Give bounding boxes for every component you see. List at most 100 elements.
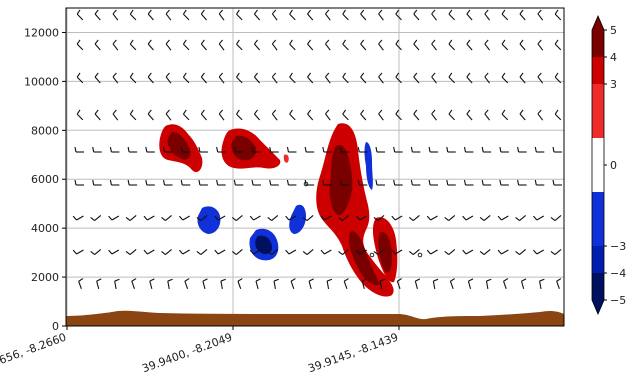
- wind-barb: [396, 278, 402, 289]
- wind-barb: [271, 39, 278, 51]
- y-tick-label: 6000: [31, 173, 59, 186]
- wind-barb: [143, 215, 155, 221]
- wind-barb: [253, 72, 261, 84]
- wind-barb: [74, 179, 84, 186]
- wind-barb: [338, 249, 349, 256]
- wind-barb: [161, 215, 172, 222]
- positive-core-left: [167, 132, 191, 160]
- wind-barb: [271, 109, 278, 121]
- wind-barb: [129, 72, 137, 84]
- wind-barb: [322, 179, 332, 186]
- wind-barb: [129, 39, 137, 51]
- wind-barb: [131, 278, 137, 289]
- wind-barb: [220, 278, 226, 290]
- wind-barb: [448, 9, 455, 21]
- wind-barb: [286, 179, 297, 186]
- wind-barb: [410, 146, 421, 153]
- wind-barb: [428, 179, 439, 186]
- y-tick-label: 12000: [24, 26, 59, 39]
- wind-barb: [552, 146, 562, 153]
- wind-barb: [289, 9, 296, 21]
- wind-barb: [342, 39, 349, 51]
- wind-barb: [76, 109, 84, 121]
- terrain: [66, 310, 564, 326]
- wind-barb: [357, 146, 368, 153]
- y-tick-label: 8000: [31, 124, 59, 137]
- wind-barb: [360, 109, 367, 121]
- wind-barb: [94, 109, 101, 121]
- wind-barb: [236, 39, 243, 51]
- wind-barb: [515, 249, 527, 256]
- wind-barb: [393, 146, 403, 153]
- wind-barb: [249, 249, 261, 255]
- wind-barb: [269, 179, 279, 186]
- wind-barb: [537, 72, 544, 84]
- wind-barb: [307, 39, 314, 51]
- wind-barb: [267, 215, 279, 222]
- wind-barb: [94, 72, 101, 84]
- wind-barb: [395, 39, 402, 51]
- wind-barb: [218, 72, 225, 84]
- positive-core-lower: [348, 231, 380, 286]
- wind-barb: [515, 215, 527, 222]
- wind-barb: [127, 146, 138, 153]
- wind-barb: [92, 146, 102, 153]
- wind-barb: [145, 179, 155, 186]
- wind-barb: [76, 9, 84, 21]
- wind-barb: [307, 72, 314, 84]
- wind-barb: [361, 278, 368, 290]
- wind-barb: [198, 179, 208, 186]
- terrain-fill: [66, 310, 564, 326]
- wind-barb: [497, 249, 509, 255]
- wind-barb: [253, 9, 261, 21]
- negative-region-left: [197, 206, 221, 234]
- wind-barb: [145, 146, 155, 153]
- plot-background: [66, 8, 564, 326]
- wind-barb: [285, 215, 297, 221]
- wind-barb: [393, 179, 403, 186]
- wind-barb: [251, 179, 262, 186]
- negative-region-strip: [364, 142, 373, 190]
- wind-barb: [218, 9, 225, 21]
- wind-barb: [428, 146, 439, 153]
- wind-barb: [360, 39, 367, 51]
- wind-barb: [129, 109, 137, 121]
- wind-barb: [147, 9, 154, 21]
- wind-barb: [503, 278, 509, 289]
- wind-barb: [125, 249, 137, 256]
- wind-barb: [253, 39, 261, 51]
- wind-barb: [216, 179, 226, 186]
- wind-barb: [408, 249, 420, 256]
- colorbar-segment: [592, 30, 604, 57]
- wind-barb: [501, 39, 509, 51]
- wind-barb: [539, 278, 545, 290]
- wind-barb: [147, 109, 154, 121]
- wind-barb: [182, 109, 190, 121]
- wind-barb: [497, 215, 509, 221]
- wind-barb: [342, 109, 349, 121]
- wind-barb: [391, 249, 403, 255]
- wind-barb: [373, 215, 385, 222]
- wind-barb: [236, 109, 243, 121]
- colorbar-tick-label: −5: [610, 294, 626, 307]
- wind-barb: [182, 9, 190, 21]
- wind-barb: [198, 146, 208, 153]
- calm-marker: [303, 181, 309, 187]
- wind-barb: [143, 249, 155, 255]
- wind-barb: [446, 179, 456, 186]
- y-tick-label: 2000: [31, 271, 59, 284]
- wind-barb: [109, 146, 120, 153]
- wind-barb: [180, 146, 191, 153]
- wind-barb: [375, 179, 385, 186]
- wind-barb: [325, 72, 331, 84]
- wind-barb: [94, 9, 101, 21]
- wind-barb: [307, 9, 314, 21]
- wind-barb: [114, 278, 120, 290]
- wind-barb: [533, 215, 545, 221]
- wind-barb: [340, 179, 350, 186]
- wind-barb: [444, 249, 456, 256]
- wind-barb: [196, 249, 208, 256]
- wind-barb: [271, 9, 278, 21]
